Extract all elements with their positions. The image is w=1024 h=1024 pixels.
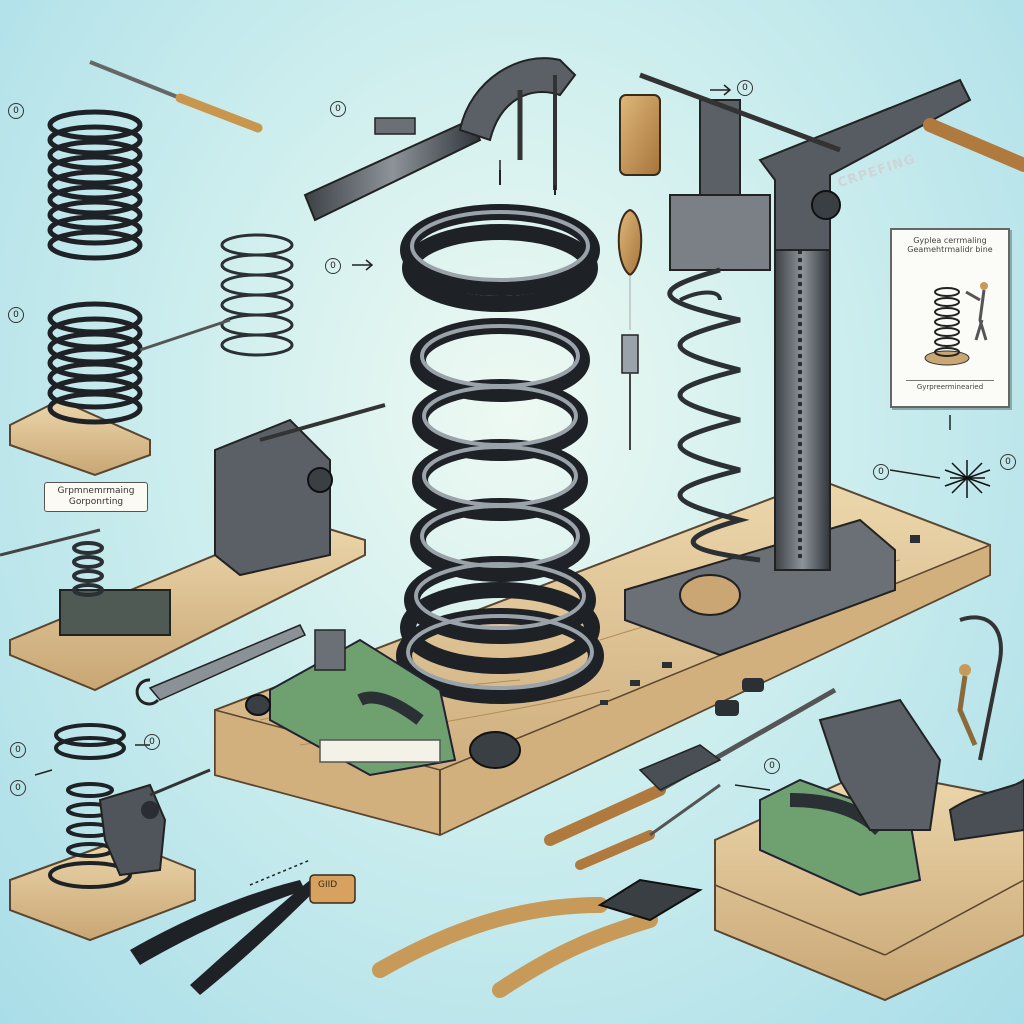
callout-marker: 0	[737, 80, 753, 96]
pliers-brand-tag: GIID	[318, 880, 338, 890]
main-coil-spring	[396, 204, 604, 704]
green-bench-vise	[245, 629, 521, 777]
inset-title: Gyplea cerrmaling Geamehtrmalidr bine	[907, 236, 993, 254]
callout-marker: 0	[10, 742, 26, 758]
left-info-tag: Grpmnemrmaing Gorponrting	[44, 482, 148, 512]
spark-burst	[944, 460, 991, 498]
black-pliers	[130, 874, 356, 995]
screwdriver-tools	[544, 687, 837, 870]
callout-marker: 0	[873, 464, 889, 480]
left-spring-board	[9, 301, 231, 477]
callout-marker: 0	[325, 258, 341, 274]
handle-probe	[617, 208, 643, 450]
callout-marker: 0	[8, 103, 24, 119]
callout-marker: 0	[330, 101, 346, 117]
inset-caption: Gyrpreerminearied	[906, 380, 994, 391]
bottom-left-spring-clamp	[9, 723, 211, 942]
callout-marker: 0	[144, 734, 160, 750]
inset-illustration	[924, 282, 988, 366]
wrench-tool	[135, 624, 307, 706]
callout-marker: 0	[10, 780, 26, 796]
callout-marker: 0	[764, 758, 780, 774]
mid-left-vise	[0, 403, 386, 692]
bottom-right-workstation	[714, 615, 1024, 1002]
top-clamp-tool	[303, 57, 577, 222]
upper-left-spring-tool	[47, 60, 294, 357]
callout-marker: 0	[8, 307, 24, 323]
inset-panel: Gyplea cerrmaling Geamehtrmalidr bine Gy…	[890, 228, 1010, 408]
orange-pliers	[372, 878, 703, 998]
leader-arrows	[34, 84, 951, 886]
spring-press-machine	[619, 72, 1024, 657]
callout-marker: 0	[1000, 454, 1016, 470]
scattered-parts	[600, 535, 920, 716]
